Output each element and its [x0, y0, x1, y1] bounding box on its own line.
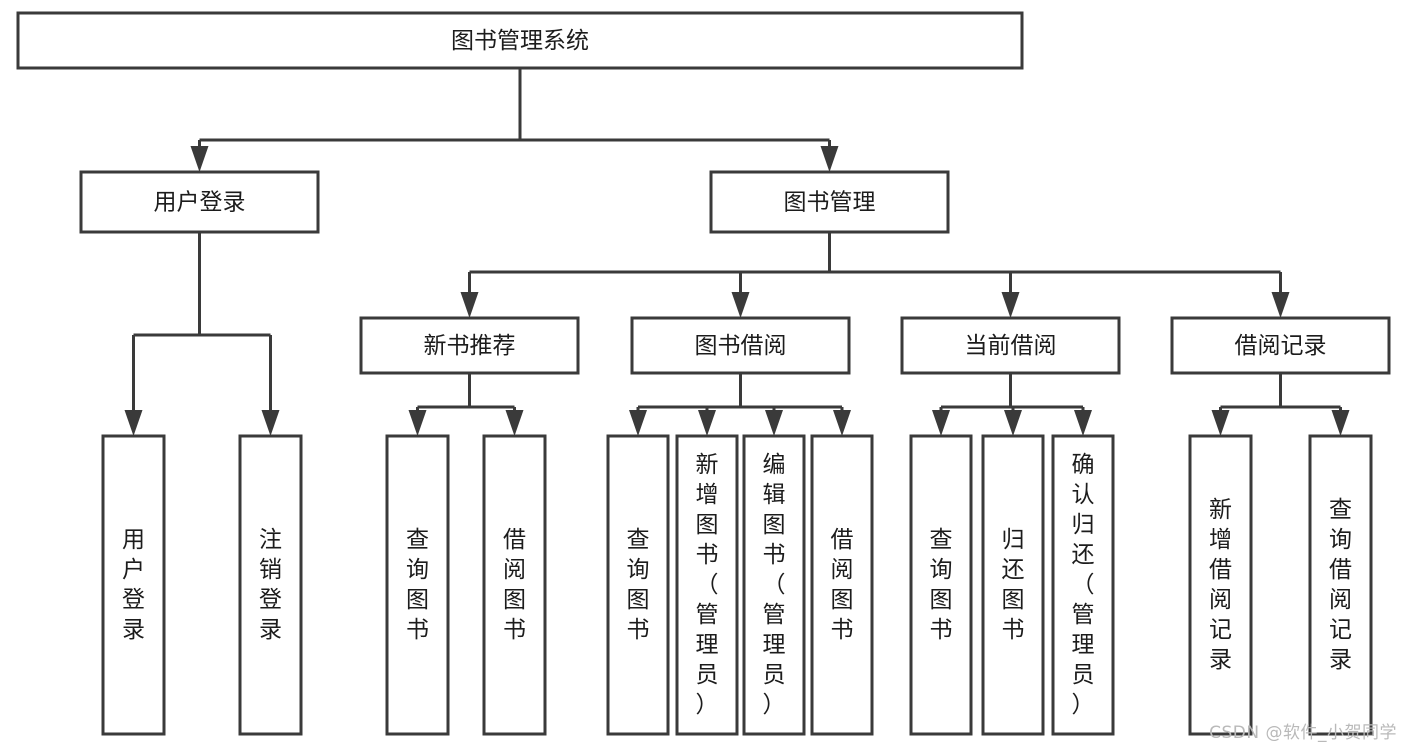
- node-box: [79, 170, 320, 234]
- arrow-head-icon: [1001, 292, 1020, 318]
- node-box: [1051, 434, 1115, 736]
- node-box: [385, 434, 450, 736]
- node-box: [630, 316, 851, 375]
- node-label: 新增图书（管理员）: [696, 452, 719, 718]
- arrow-head-icon: [124, 410, 143, 436]
- connector-layer: [124, 68, 1350, 436]
- node-box: [675, 434, 739, 736]
- node-box: [1170, 316, 1391, 375]
- node-label: 注销登录: [259, 527, 282, 643]
- arrow-head-icon: [731, 292, 750, 318]
- node-box: [900, 316, 1121, 375]
- arrow-head-icon: [1331, 410, 1350, 436]
- arrow-head-icon: [408, 410, 427, 436]
- node-label: 确认归还（管理员）: [1072, 452, 1095, 718]
- node-label: 借阅图书: [503, 527, 526, 643]
- arrow-head-icon: [833, 410, 851, 436]
- node-确认归还管理员[interactable]: 确认归还（管理员）: [1051, 434, 1115, 736]
- node-label: 借阅图书: [831, 527, 854, 643]
- arrow-head-icon: [1074, 410, 1092, 436]
- node-查询图书[interactable]: 查询图书: [606, 434, 670, 736]
- node-借阅记录[interactable]: 借阅记录: [1170, 316, 1391, 375]
- node-label: 新增借阅记录: [1209, 497, 1232, 673]
- arrow-head-icon: [1271, 292, 1290, 318]
- node-label: 图书管理系统: [451, 28, 589, 54]
- arrow-head-icon: [460, 292, 479, 318]
- node-label: 图书管理: [784, 190, 876, 216]
- node-新增借阅记录[interactable]: 新增借阅记录: [1188, 434, 1253, 736]
- node-用户登录[interactable]: 用户登录: [101, 434, 166, 736]
- node-查询图书[interactable]: 查询图书: [909, 434, 973, 736]
- node-用户登录[interactable]: 用户登录: [79, 170, 320, 234]
- node-图书借阅[interactable]: 图书借阅: [630, 316, 851, 375]
- arrow-head-icon: [932, 410, 950, 436]
- arrow-head-icon: [190, 146, 209, 172]
- arrow-head-icon: [505, 410, 524, 436]
- node-借阅图书[interactable]: 借阅图书: [810, 434, 874, 736]
- node-box: [482, 434, 547, 736]
- node-label: 图书借阅: [695, 333, 787, 359]
- node-box: [1188, 434, 1253, 736]
- node-查询借阅记录[interactable]: 查询借阅记录: [1308, 434, 1373, 736]
- node-label: 用户登录: [154, 190, 246, 216]
- arrow-head-icon: [1211, 410, 1230, 436]
- arrow-head-icon: [765, 410, 783, 436]
- node-layer: 图书管理系统用户登录用户登录注销登录图书管理新书推荐查询图书借阅图书图书借阅查询…: [16, 11, 1391, 736]
- node-box: [359, 316, 580, 375]
- arrow-head-icon: [820, 146, 839, 172]
- node-注销登录[interactable]: 注销登录: [238, 434, 303, 736]
- node-图书管理系统[interactable]: 图书管理系统: [16, 11, 1024, 70]
- node-新增图书管理员[interactable]: 新增图书（管理员）: [675, 434, 739, 736]
- node-借阅图书[interactable]: 借阅图书: [482, 434, 547, 736]
- node-label: 用户登录: [122, 527, 145, 643]
- node-查询图书[interactable]: 查询图书: [385, 434, 450, 736]
- node-图书管理[interactable]: 图书管理: [709, 170, 950, 234]
- arrow-head-icon: [261, 410, 280, 436]
- node-编辑图书管理员[interactable]: 编辑图书（管理员）: [742, 434, 806, 736]
- node-label: 借阅记录: [1235, 333, 1327, 359]
- node-label: 查询图书: [930, 527, 953, 643]
- node-box: [909, 434, 973, 736]
- node-box: [709, 170, 950, 234]
- arrow-head-icon: [629, 410, 647, 436]
- node-box: [1308, 434, 1373, 736]
- csdn-watermark: CSDN @软件_小贺同学: [1209, 723, 1397, 743]
- node-box: [981, 434, 1045, 736]
- node-box: [810, 434, 874, 736]
- node-当前借阅[interactable]: 当前借阅: [900, 316, 1121, 375]
- node-label: 查询图书: [627, 527, 650, 643]
- node-box: [606, 434, 670, 736]
- node-label: 新书推荐: [424, 333, 516, 359]
- node-新书推荐[interactable]: 新书推荐: [359, 316, 580, 375]
- node-box: [16, 11, 1024, 70]
- node-label: 当前借阅: [965, 333, 1057, 359]
- node-label: 编辑图书（管理员）: [763, 452, 786, 718]
- node-box: [101, 434, 166, 736]
- node-box: [742, 434, 806, 736]
- node-box: [238, 434, 303, 736]
- arrow-head-icon: [698, 410, 716, 436]
- node-label: 查询借阅记录: [1329, 497, 1352, 673]
- node-label: 归还图书: [1002, 527, 1025, 643]
- node-label: 查询图书: [406, 527, 429, 643]
- arrow-head-icon: [1004, 410, 1022, 436]
- node-归还图书[interactable]: 归还图书: [981, 434, 1045, 736]
